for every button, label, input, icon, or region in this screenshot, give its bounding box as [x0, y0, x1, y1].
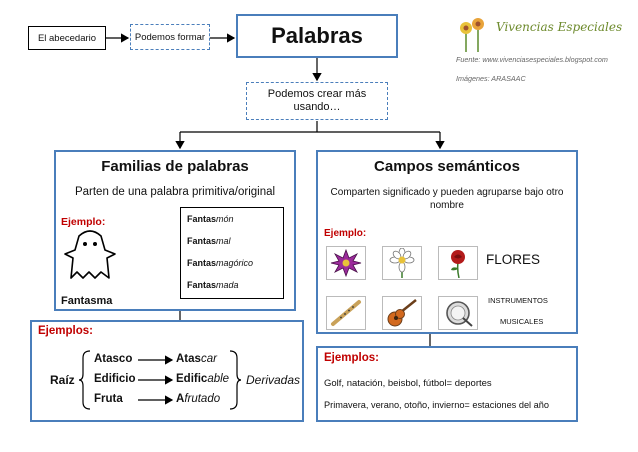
- derived-word: Afrutado: [176, 393, 221, 405]
- ejemplos-right-label: Ejemplos:: [324, 352, 379, 364]
- derived-word: Fantasmón: [187, 214, 234, 224]
- flute-icon: [326, 296, 366, 330]
- instrumentos-label-1: INSTRUMENTOS: [488, 296, 548, 305]
- ejemplos-left-box: Ejemplos: Raíz Atasco Edificio Fruta Ata…: [30, 320, 304, 422]
- daisy-flower-icon: [382, 246, 422, 280]
- derived-words-box: Fantasmón Fantasmal Fantasmagórico Fanta…: [180, 207, 284, 299]
- imagenes-text: Imágenes: ARASAAC: [456, 74, 526, 83]
- palabras-box: Palabras: [236, 14, 398, 58]
- podemos-formar-label: Podemos formar: [134, 31, 206, 43]
- derived-word: Atascar: [176, 353, 217, 365]
- raiz-label: Raíz: [50, 373, 75, 387]
- derived-word: Edificable: [176, 373, 230, 385]
- ejemplos-left-label: Ejemplos:: [38, 325, 93, 337]
- instrumentos-label-2: MUSICALES: [500, 317, 544, 326]
- right-brace-icon: [229, 350, 242, 410]
- fuente-text: Fuente: www.vivenciasespeciales.blogspot…: [456, 55, 608, 64]
- deportes-line: Golf, natación, beisbol, fútbol= deporte…: [324, 378, 492, 389]
- estaciones-line: Primavera, verano, otoño, invierno= esta…: [324, 400, 549, 410]
- derivadas-label: Derivadas: [246, 373, 301, 387]
- page-title: Palabras: [271, 23, 363, 48]
- root-word: Fruta: [94, 393, 123, 405]
- campos-box: Campos semánticos Comparten significado …: [316, 150, 578, 334]
- abecedario-box: El abecedario: [28, 26, 106, 50]
- logo-text: Vivencias Especiales: [496, 20, 623, 34]
- podemos-formar-box: Podemos formar: [130, 24, 210, 50]
- rose-flower-icon: [438, 246, 478, 280]
- root-word: Atasco: [94, 353, 133, 365]
- familias-ejemplo-label: Ejemplo:: [61, 216, 106, 228]
- derived-word: Fantasmagórico: [187, 258, 254, 268]
- podemos-crear-box: Podemos crear más usando…: [246, 82, 388, 120]
- familias-word: Fantasma: [61, 295, 113, 307]
- campos-title: Campos semánticos: [374, 158, 520, 175]
- guitar-icon: [382, 296, 422, 330]
- ejemplos-right-box: Ejemplos: Golf, natación, beisbol, fútbo…: [316, 346, 578, 422]
- root-word: Edificio: [94, 373, 136, 385]
- left-brace-icon: [78, 350, 91, 410]
- derived-word: Fantasmal: [187, 236, 231, 246]
- campos-ejemplo-label: Ejemplo:: [324, 228, 367, 239]
- flores-label: FLORES: [486, 252, 541, 267]
- ghost-icon: [61, 228, 119, 282]
- purple-flower-icon: [326, 246, 366, 280]
- flower-logo-icon: [452, 14, 492, 54]
- podemos-crear-label: Podemos crear más usando…: [267, 88, 367, 113]
- familias-subtitle: Parten de una palabra primitiva/original: [74, 186, 276, 198]
- campos-subtitle: Comparten significado y pueden agruparse…: [330, 187, 564, 211]
- familias-title: Familias de palabras: [101, 158, 249, 175]
- derived-word: Fantasmada: [187, 280, 239, 290]
- tambourine-icon: [438, 296, 478, 330]
- derivation-arrows: [138, 355, 174, 405]
- abecedario-label: El abecedario: [37, 32, 97, 44]
